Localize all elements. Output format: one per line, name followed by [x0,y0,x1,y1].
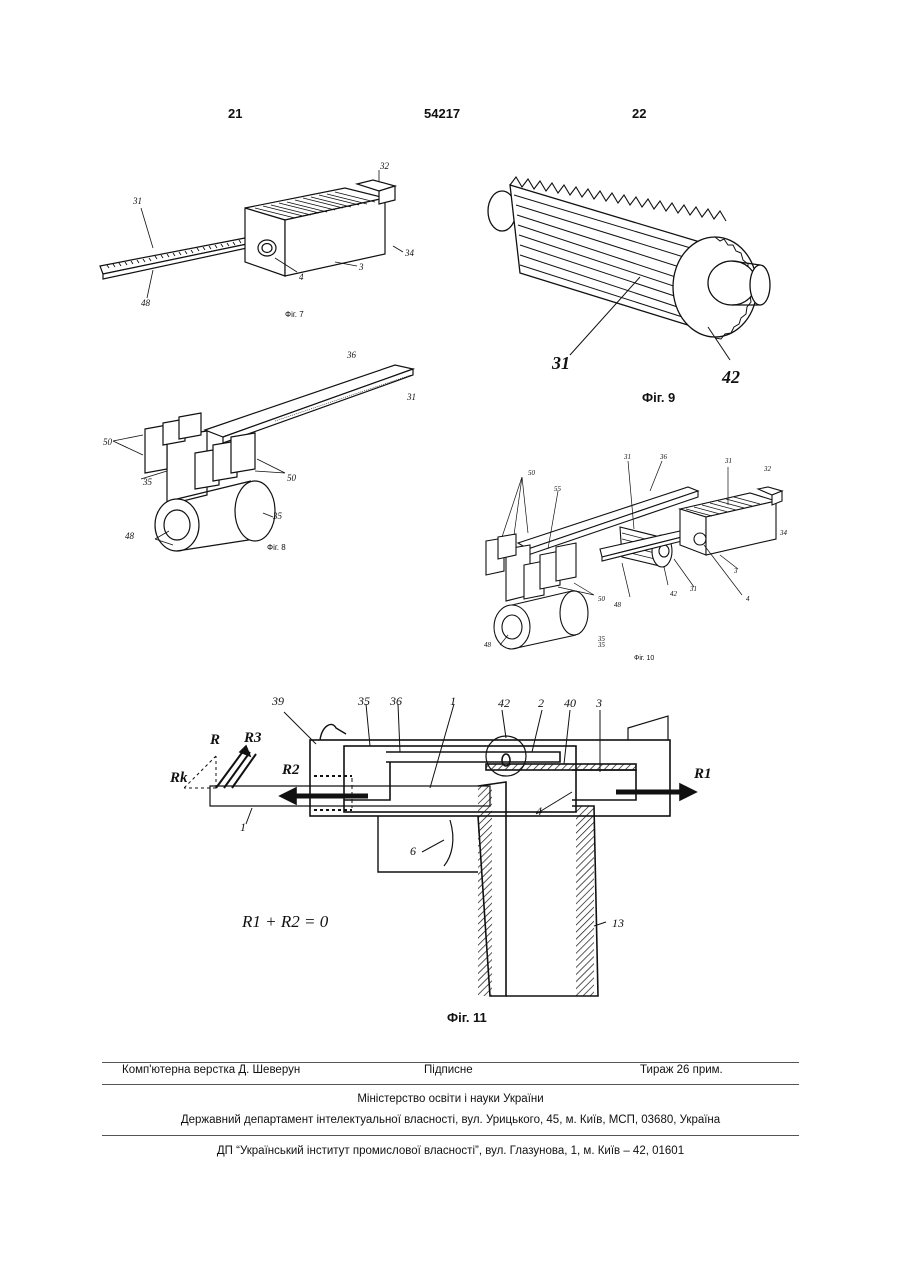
figure-10-drawing [470,445,810,670]
footer-ministry: Міністерство освіти і науки України [102,1093,799,1105]
fig11-label-13: 13 [612,916,624,931]
fig8-label-48: 48 [125,531,134,541]
fig11-label-1-top: 1 [450,694,456,709]
footer-institute: ДП “Український інститут промислової вла… [102,1145,799,1157]
figure-11: 39 35 36 1 42 2 40 3 4 1 6 13 R R3 Rk R2… [160,690,720,1030]
figure-9: 31 42 Фіг. 9 [470,155,790,410]
fig7-label-3: 3 [359,262,364,272]
fig11-force-rk: Rk [170,770,188,787]
footer-rule-top [102,1062,799,1063]
fig8-label-50-left: 50 [103,437,112,447]
figure-9-drawing [470,155,790,410]
fig10-label-48-cyl: 48 [484,641,491,649]
fig10-label-31-b: 31 [725,457,732,465]
fig11-label-4: 4 [536,804,542,819]
patent-number: 54217 [424,106,460,121]
fig10-caption: Фіг. 10 [634,655,654,662]
fig7-label-34: 34 [405,248,414,258]
fig11-label-1-bottom: 1 [240,820,246,835]
fig10-label-55: 55 [554,485,561,493]
fig7-caption: Фіг. 7 [285,310,304,319]
fig10-label-50-top: 50 [528,469,535,477]
fig11-caption: Фіг. 11 [447,1010,487,1025]
fig11-label-39: 39 [272,694,284,709]
figure-8-drawing [95,345,425,565]
footer-signed: Підписне [424,1064,473,1076]
fig9-label-31: 31 [552,353,570,374]
fig10-label-50-bottom: 50 [598,595,605,603]
fig8-caption: Фіг. 8 [267,543,286,552]
fig10-label-32: 32 [764,465,771,473]
fig11-force-r1: R1 [694,766,712,783]
fig9-label-42: 42 [722,367,740,388]
fig10-label-4: 4 [746,595,750,603]
fig11-equation: R1 + R2 = 0 [242,912,328,932]
fig11-label-40: 40 [564,696,576,711]
footer-rule-middle [102,1084,799,1085]
fig10-label-36: 36 [660,453,667,461]
footer-layout: Комп'ютерна верстка Д. Шеверун [122,1064,300,1076]
fig11-force-r: R [210,732,220,749]
footer-rule-bottom [102,1135,799,1136]
fig7-label-4: 4 [299,272,304,282]
fig10-label-35-cyl: 35 [598,641,605,649]
fig7-label-32: 32 [380,161,389,171]
fig8-label-31: 31 [407,392,416,402]
fig9-caption: Фіг. 9 [642,390,675,405]
footer-department: Державний департамент інтелектуальної вл… [102,1114,799,1126]
right-page-number: 22 [632,106,646,121]
fig10-label-34: 34 [780,529,787,537]
figure-8: 36 31 50 35 50 35 48 Фіг. 8 [95,345,425,565]
fig10-label-42: 42 [670,590,677,598]
fig8-label-35-cyl: 35 [273,511,282,521]
figure-7: 31 32 34 3 4 48 Фіг. 7 [95,158,435,328]
fig8-label-35-post: 35 [143,477,152,487]
figure-10: 50 55 31 36 31 32 34 35 48 42 31 3 4 50 … [470,445,810,670]
fig11-label-3: 3 [596,696,602,711]
fig7-label-31: 31 [133,196,142,206]
fig11-label-36: 36 [390,694,402,709]
fig10-label-31-a: 31 [624,453,631,461]
fig10-label-3: 3 [734,567,738,575]
fig11-label-2: 2 [538,696,544,711]
fig11-label-6: 6 [410,844,416,859]
left-page-number: 21 [228,106,242,121]
fig10-label-48-rack: 48 [614,601,621,609]
footer-circulation: Тираж 26 прим. [640,1064,723,1076]
fig11-label-42: 42 [498,696,510,711]
fig10-label-31-c: 31 [690,585,697,593]
fig7-label-48: 48 [141,298,150,308]
fig8-label-36: 36 [347,350,356,360]
fig11-label-35: 35 [358,694,370,709]
fig11-force-r2: R2 [282,762,300,779]
fig11-force-r3: R3 [244,730,262,747]
fig8-label-50-right: 50 [287,473,296,483]
